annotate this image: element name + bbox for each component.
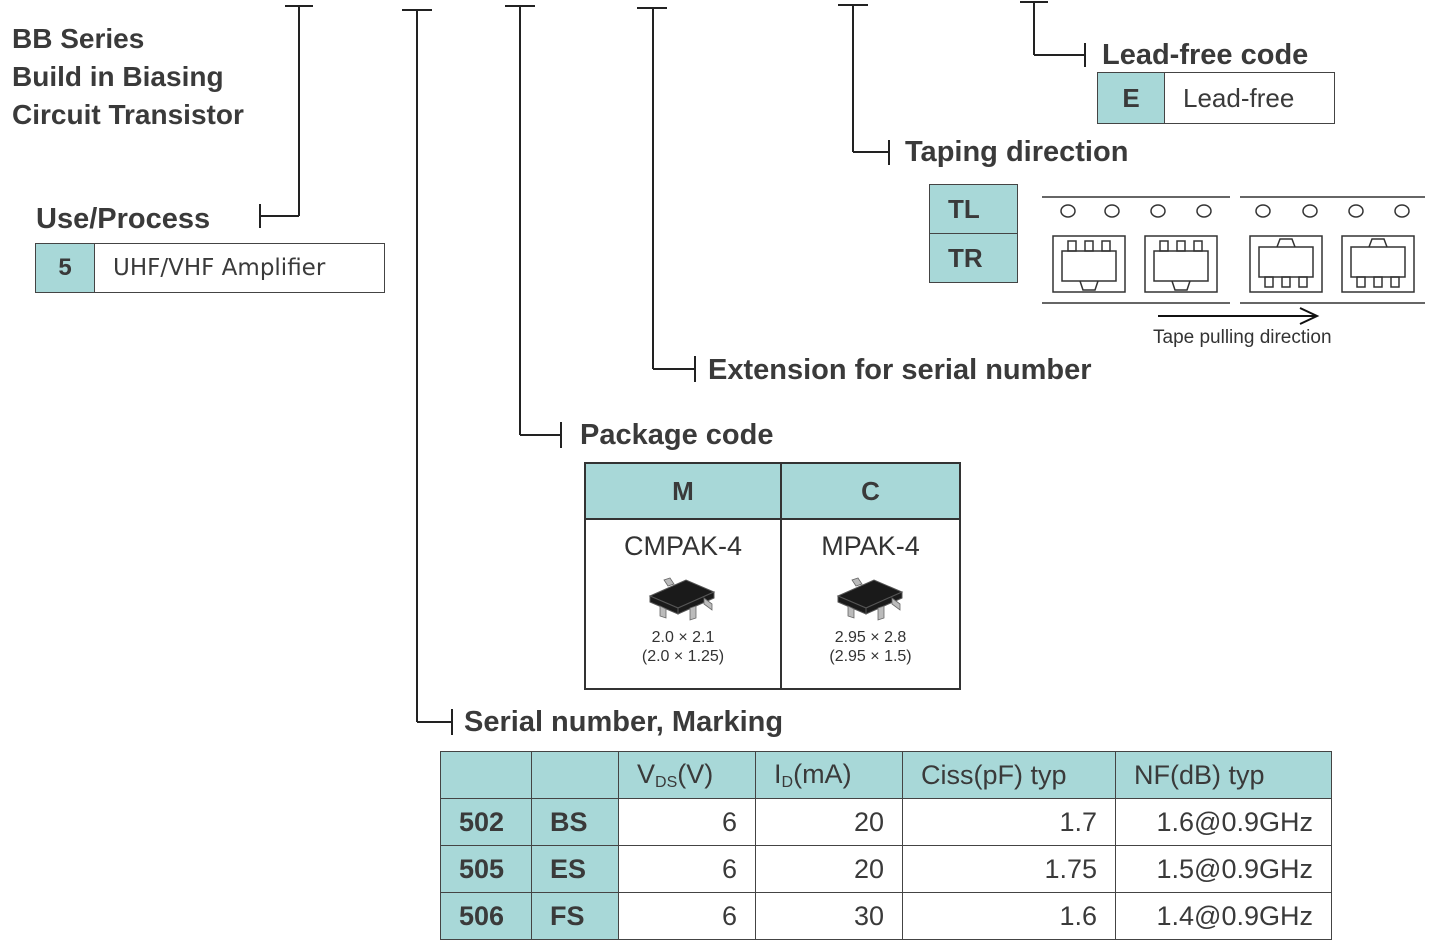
row-serial: 505 [440,845,532,893]
package-dim2-m: (2.0 × 1.25) [641,648,725,665]
lead-free-code: E [1097,72,1165,124]
row-vds: 6 [618,892,756,940]
row-id: 20 [755,798,903,846]
use-process-description: UHF/VHF Amplifier [94,243,385,293]
row-marking: ES [531,845,619,893]
header-nf: NF(dB) typ [1115,751,1332,799]
lead-free-label: Lead-free code [1102,39,1309,71]
header-serial [440,751,532,799]
use-process-code: 5 [35,243,95,293]
package-name-m: CMPAK-4 [623,531,743,561]
header-ciss: Ciss(pF) typ [902,751,1116,799]
series-title: BB Series Build in Biasing Circuit Trans… [12,20,244,134]
tape-pulling-caption: Tape pulling direction [1153,327,1332,348]
package-cell-c: MPAK-4 2.95 × 2.8 (2.95 × 1.5) [780,518,961,690]
header-marking [531,751,619,799]
package-code-m: M [584,462,782,520]
row-id: 30 [755,892,903,940]
taping-option-tl: TL [929,184,1018,234]
row-marking: FS [531,892,619,940]
table-row: 505 ES 6 20 1.75 1.5@0.9GHz [440,845,1332,893]
serial-header-row: VDS(V) ID(mA) Ciss(pF) typ NF(dB) typ [440,751,1332,799]
package-chip-icon [648,577,716,621]
row-vds: 6 [618,798,756,846]
taping-option-tr: TR [929,233,1018,283]
tape-illustration [1042,196,1425,304]
title-line-3: Circuit Transistor [12,99,244,130]
row-id: 20 [755,845,903,893]
package-dim2-c: (2.95 × 1.5) [829,648,912,665]
package-table: M C CMPAK-4 2.0 × 2.1 (2.0 × 1.25) [584,462,961,690]
header-vds: VDS(V) [618,751,756,799]
row-nf: 1.4@0.9GHz [1115,892,1332,940]
row-nf: 1.6@0.9GHz [1115,798,1332,846]
taping-table: TL TR [929,184,1018,283]
row-ciss: 1.6 [902,892,1116,940]
package-code-c: C [780,462,961,520]
package-code-label: Package code [580,419,774,451]
package-dim1-c: 2.95 × 2.8 [834,629,907,646]
package-name-c: MPAK-4 [821,531,920,561]
row-ciss: 1.75 [902,845,1116,893]
extension-label: Extension for serial number [708,354,1092,386]
taping-direction-label: Taping direction [905,136,1129,168]
lead-free-description: Lead-free [1164,72,1335,124]
table-row: 506 FS 6 30 1.6 1.4@0.9GHz [440,892,1332,940]
row-serial: 506 [440,892,532,940]
header-id: ID(mA) [755,751,903,799]
table-row: 502 BS 6 20 1.7 1.6@0.9GHz [440,798,1332,846]
package-chip-icon [836,577,903,621]
package-dim1-m: 2.0 × 2.1 [651,629,715,646]
row-marking: BS [531,798,619,846]
row-serial: 502 [440,798,532,846]
row-ciss: 1.7 [902,798,1116,846]
title-line-2: Build in Biasing [12,61,224,92]
title-line-1: BB Series [12,23,145,54]
row-vds: 6 [618,845,756,893]
serial-number-label: Serial number, Marking [464,706,784,738]
package-cell-m: CMPAK-4 2.0 × 2.1 (2.0 × 1.25) [584,518,782,690]
row-nf: 1.5@0.9GHz [1115,845,1332,893]
arrow-right-icon [1158,307,1320,325]
use-process-table: 5 UHF/VHF Amplifier [35,243,385,293]
lead-free-table: E Lead-free [1097,72,1335,124]
serial-table: VDS(V) ID(mA) Ciss(pF) typ NF(dB) typ 50… [440,751,1332,940]
use-process-label: Use/Process [36,203,211,235]
